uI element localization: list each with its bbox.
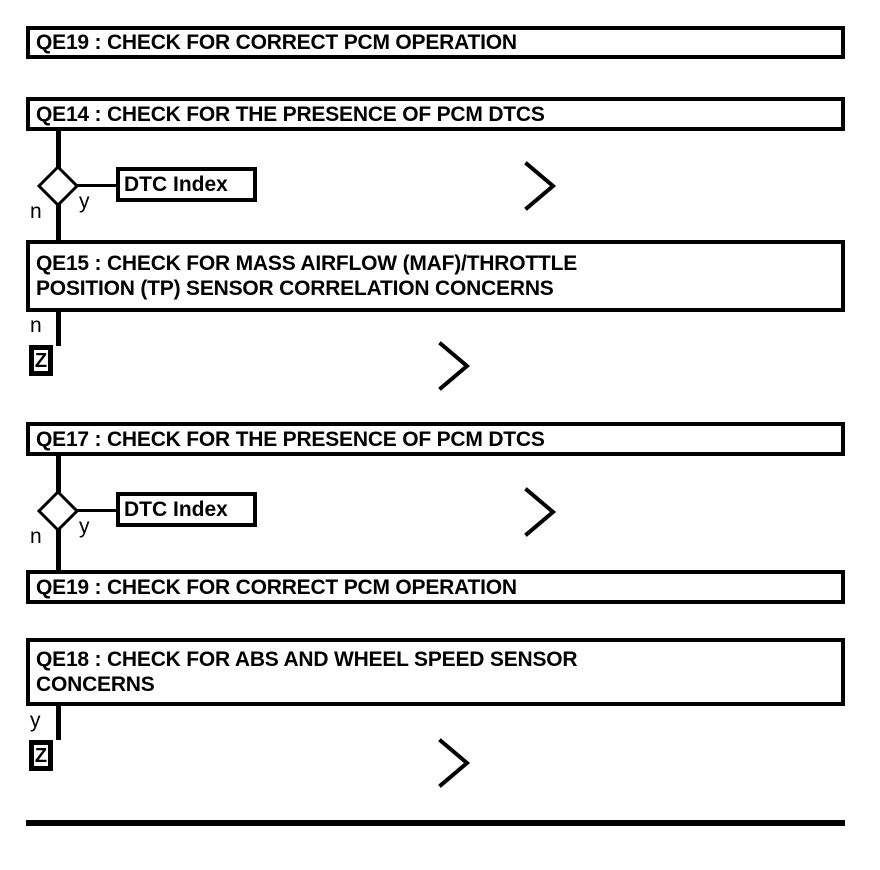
branch-label-qe17-yes: y <box>79 515 90 538</box>
connector-qe14-to-decision <box>56 130 61 170</box>
branch-label-qe14-no: n <box>30 200 42 223</box>
terminator-label: Z <box>34 744 48 767</box>
step-label: QE17 : CHECK FOR THE PRESENCE OF PCM DTC… <box>36 427 545 451</box>
connector-qe17-no-to-qe19 <box>56 527 61 572</box>
step-label: QE19 : CHECK FOR CORRECT PCM OPERATION <box>36 31 517 54</box>
connector-qe17-to-decision <box>56 455 61 495</box>
connector-qe18-yes-to-terminator <box>56 704 61 740</box>
decision-diamond-qe14[interactable] <box>37 165 79 207</box>
terminator-z-after-qe15[interactable]: Z <box>29 345 53 376</box>
chevron-right-icon <box>524 161 558 211</box>
chevron-right-icon <box>438 341 472 391</box>
step-label: QE19 : CHECK FOR CORRECT PCM OPERATION <box>36 575 517 599</box>
step-box-qe17[interactable]: QE17 : CHECK FOR THE PRESENCE OF PCM DTC… <box>26 422 845 456</box>
step-box-qe15[interactable]: QE15 : CHECK FOR MASS AIRFLOW (MAF)/THRO… <box>26 240 845 312</box>
branch-label-qe14-yes: y <box>79 190 90 213</box>
step-box-qe19-bottom[interactable]: QE19 : CHECK FOR CORRECT PCM OPERATION <box>26 570 845 604</box>
reference-box-dtc-index-1[interactable]: DTC Index <box>116 167 257 202</box>
terminator-z-after-qe18[interactable]: Z <box>29 740 53 771</box>
connector-qe14-no-to-qe15 <box>56 202 61 242</box>
step-label: QE18 : CHECK FOR ABS AND WHEEL SPEED SEN… <box>36 648 578 696</box>
connector-qe17-yes-to-dtc-index <box>76 509 118 512</box>
branch-label-qe15-no: n <box>30 314 42 337</box>
chevron-right-icon <box>524 487 558 537</box>
step-box-qe18[interactable]: QE18 : CHECK FOR ABS AND WHEEL SPEED SEN… <box>26 638 845 706</box>
branch-label-qe17-no: n <box>30 525 42 548</box>
step-label: QE15 : CHECK FOR MASS AIRFLOW (MAF)/THRO… <box>36 252 578 300</box>
step-box-qe14[interactable]: QE14 : CHECK FOR THE PRESENCE OF PCM DTC… <box>26 97 845 131</box>
decision-diamond-qe17[interactable] <box>37 490 79 532</box>
reference-box-dtc-index-2[interactable]: DTC Index <box>116 492 257 527</box>
terminator-label: Z <box>34 349 48 372</box>
chevron-right-icon <box>438 738 472 788</box>
connector-qe15-no-to-terminator <box>56 310 61 346</box>
branch-label-qe18-yes: y <box>30 709 41 732</box>
reference-label: DTC Index <box>124 498 228 521</box>
step-box-qe19-top[interactable]: QE19 : CHECK FOR CORRECT PCM OPERATION <box>26 26 845 59</box>
bottom-divider <box>26 820 845 826</box>
reference-label: DTC Index <box>124 173 228 196</box>
connector-qe14-yes-to-dtc-index <box>76 184 118 187</box>
step-label: QE14 : CHECK FOR THE PRESENCE OF PCM DTC… <box>36 102 545 126</box>
